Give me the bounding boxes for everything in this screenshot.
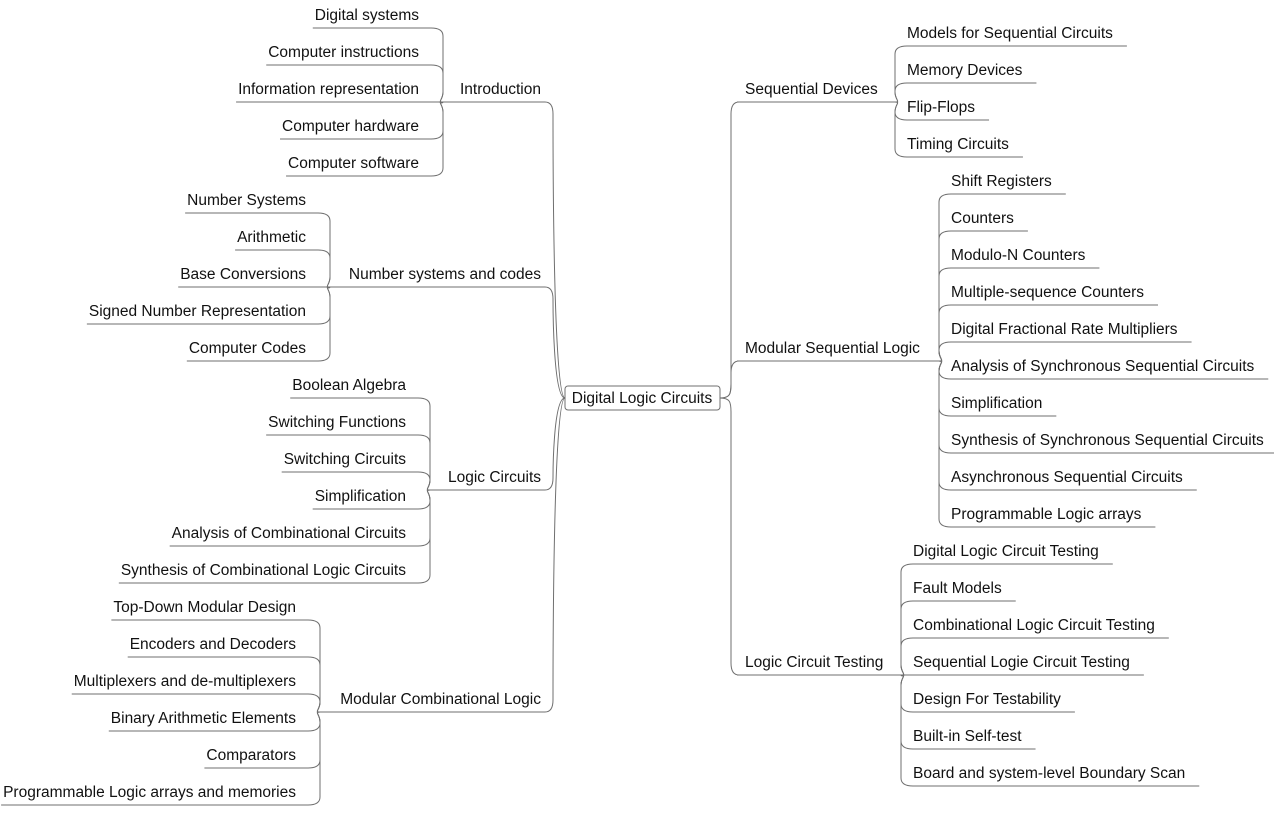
leaf-modulo-n-counters[interactable]: Modulo-N Counters <box>951 247 1086 264</box>
leaf-timing-circuits[interactable]: Timing Circuits <box>907 136 1009 153</box>
link-sequential-devices-models-for-sequential-circuits <box>894 45 908 103</box>
leaf-binary-arithmetic-elements[interactable]: Binary Arithmetic Elements <box>111 710 296 727</box>
leaf-counters[interactable]: Counters <box>951 210 1014 227</box>
link-modular-combinational-logic-comparators <box>307 711 321 769</box>
leaf-digital-systems[interactable]: Digital systems <box>315 7 419 24</box>
link-modular-sequential-logic-synthesis-of-synchronous-sequential-circuits <box>938 360 952 454</box>
link-root-logic-circuit-testing <box>719 397 740 676</box>
link-modular-sequential-logic-programmable-logic-arrays <box>938 360 952 528</box>
leaf-fault-models[interactable]: Fault Models <box>913 580 1002 597</box>
link-logic-circuits-boolean-algebra <box>417 397 431 491</box>
leaf-encoders-and-decoders[interactable]: Encoders and Decoders <box>130 636 297 653</box>
leaf-digital-logic-circuit-testing[interactable]: Digital Logic Circuit Testing <box>913 543 1099 560</box>
leaf-switching-functions[interactable]: Switching Functions <box>268 414 406 431</box>
branch-modular-combinational-logic[interactable]: Modular Combinational Logic <box>340 691 541 708</box>
leaf-arithmetic[interactable]: Arithmetic <box>237 229 306 246</box>
link-logic-circuit-testing-board-and-system-level-boundary-scan <box>900 674 914 787</box>
link-modular-sequential-logic-counters <box>938 230 952 362</box>
link-logic-circuits-synthesis-of-combinational-logic-circuits <box>417 489 431 584</box>
leaf-memory-devices[interactable]: Memory Devices <box>907 62 1023 79</box>
link-modular-sequential-logic-asynchronous-sequential-circuits <box>938 360 952 491</box>
link-number-systems-and-codes-signed-number-representation <box>317 286 331 325</box>
leaf-programmable-logic-arrays-and-memories[interactable]: Programmable Logic arrays and memories <box>3 784 296 801</box>
link-modular-sequential-logic-digital-fractional-rate-multipliers <box>938 341 952 362</box>
branch-number-systems-and-codes[interactable]: Number systems and codes <box>349 266 541 283</box>
leaf-top-down-modular-design[interactable]: Top-Down Modular Design <box>113 599 296 616</box>
link-modular-combinational-logic-multiplexers-and-de-multiplexers <box>307 693 321 713</box>
link-logic-circuit-testing-combinational-logic-circuit-testing <box>900 637 914 676</box>
link-modular-combinational-logic-encoders-and-decoders <box>307 656 321 713</box>
leaf-computer-hardware[interactable]: Computer hardware <box>282 118 419 135</box>
leaf-base-conversions[interactable]: Base Conversions <box>180 266 306 283</box>
leaf-number-systems[interactable]: Number Systems <box>187 192 306 209</box>
link-root-introduction <box>544 101 566 399</box>
branch-introduction[interactable]: Introduction <box>460 81 541 98</box>
leaf-computer-codes[interactable]: Computer Codes <box>189 340 306 357</box>
leaf-flip-flops[interactable]: Flip-Flops <box>907 99 975 116</box>
branch-modular-sequential-logic[interactable]: Modular Sequential Logic <box>745 340 920 357</box>
link-root-sequential-devices <box>719 101 740 399</box>
link-introduction-computer-software <box>430 101 444 177</box>
leaf-programmable-logic-arrays[interactable]: Programmable Logic arrays <box>951 506 1142 523</box>
link-modular-combinational-logic-programmable-logic-arrays-and-memories <box>307 711 321 806</box>
link-logic-circuits-analysis-of-combinational-circuits <box>417 489 431 547</box>
leaf-synthesis-of-combinational-logic-circuits[interactable]: Synthesis of Combinational Logic Circuit… <box>121 562 406 579</box>
link-number-systems-and-codes-computer-codes <box>317 286 331 362</box>
leaf-design-for-testability[interactable]: Design For Testability <box>913 691 1061 708</box>
branch-logic-circuit-testing[interactable]: Logic Circuit Testing <box>745 654 883 671</box>
link-logic-circuits-switching-functions <box>417 434 431 491</box>
leaf-information-representation[interactable]: Information representation <box>238 81 419 98</box>
link-root-modular-combinational-logic <box>544 397 566 713</box>
leaf-shift-registers[interactable]: Shift Registers <box>951 173 1052 190</box>
leaf-digital-fractional-rate-multipliers[interactable]: Digital Fractional Rate Multipliers <box>951 321 1178 338</box>
leaf-comparators[interactable]: Comparators <box>206 747 296 764</box>
leaf-signed-number-representation[interactable]: Signed Number Representation <box>89 303 306 320</box>
link-modular-sequential-logic-modulo-n-counters <box>938 267 952 362</box>
link-sequential-devices-memory-devices <box>894 82 908 103</box>
leaf-asynchronous-sequential-circuits[interactable]: Asynchronous Sequential Circuits <box>951 469 1183 486</box>
link-modular-combinational-logic-top-down-modular-design <box>307 619 321 713</box>
link-logic-circuits-switching-circuits <box>417 471 431 491</box>
leaf-sequential-logie-circuit-testing[interactable]: Sequential Logie Circuit Testing <box>913 654 1130 671</box>
leaf-models-for-sequential-circuits[interactable]: Models for Sequential Circuits <box>907 25 1113 42</box>
root-node-box <box>564 385 721 411</box>
root-node-label: Digital Logic Circuits <box>572 390 713 407</box>
leaf-boolean-algebra[interactable]: Boolean Algebra <box>292 377 406 394</box>
leaf-analysis-of-combinational-circuits[interactable]: Analysis of Combinational Circuits <box>172 525 407 542</box>
link-sequential-devices-timing-circuits <box>894 101 908 158</box>
leaf-computer-instructions[interactable]: Computer instructions <box>268 44 419 61</box>
nodes-layer: Digital Logic Circuits IntroductionDigit… <box>3 7 1264 801</box>
leaf-synthesis-of-synchronous-sequential-circuits[interactable]: Synthesis of Synchronous Sequential Circ… <box>951 432 1264 449</box>
leaf-simplification[interactable]: Simplification <box>951 395 1042 412</box>
leaf-built-in-self-test[interactable]: Built-in Self-test <box>913 728 1022 745</box>
leaf-multiplexers-and-de-multiplexers[interactable]: Multiplexers and de-multiplexers <box>74 673 297 690</box>
link-logic-circuit-testing-digital-logic-circuit-testing <box>900 563 914 676</box>
branch-sequential-devices[interactable]: Sequential Devices <box>745 81 878 98</box>
leaf-analysis-of-synchronous-sequential-circuits[interactable]: Analysis of Synchronous Sequential Circu… <box>951 358 1255 375</box>
leaf-board-and-system-level-boundary-scan[interactable]: Board and system-level Boundary Scan <box>913 765 1185 782</box>
link-root-logic-circuits <box>544 397 566 491</box>
leaf-multiple-sequence-counters[interactable]: Multiple-sequence Counters <box>951 284 1144 301</box>
link-root-modular-sequential-logic <box>719 360 740 399</box>
root-node[interactable]: Digital Logic Circuits <box>564 385 721 411</box>
link-introduction-computer-hardware <box>430 101 444 140</box>
link-number-systems-and-codes-arithmetic <box>317 249 331 288</box>
link-root-number-systems-and-codes <box>544 286 566 399</box>
link-logic-circuit-testing-design-for-testability <box>900 674 914 713</box>
link-modular-sequential-logic-simplification <box>938 360 952 417</box>
branch-logic-circuits[interactable]: Logic Circuits <box>448 469 541 486</box>
link-modular-sequential-logic-shift-registers <box>938 193 952 362</box>
leaf-switching-circuits[interactable]: Switching Circuits <box>284 451 407 468</box>
connector-lines <box>1 27 1274 806</box>
link-introduction-computer-instructions <box>430 64 444 103</box>
leaf-simplification[interactable]: Simplification <box>315 488 406 505</box>
leaf-combinational-logic-circuit-testing[interactable]: Combinational Logic Circuit Testing <box>913 617 1155 634</box>
link-modular-sequential-logic-multiple-sequence-counters <box>938 304 952 362</box>
leaf-computer-software[interactable]: Computer software <box>288 155 419 172</box>
